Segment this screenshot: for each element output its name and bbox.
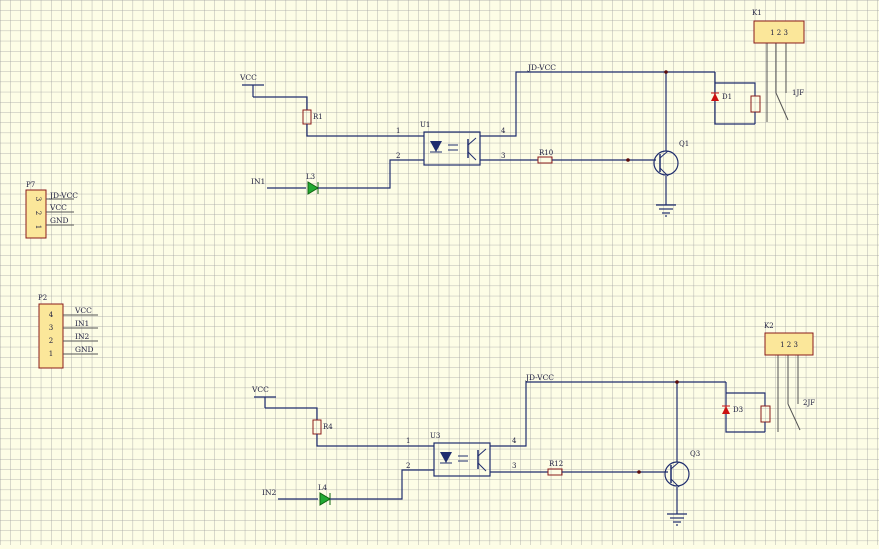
connector-p2-pin-1: 1 xyxy=(49,350,53,358)
ch1-relay-label: 1JF xyxy=(792,89,804,97)
ch2-led-ref: L4 xyxy=(318,484,328,492)
ch1-led-ref: L3 xyxy=(306,173,315,181)
ch1-opto-ref: U1 xyxy=(420,121,430,129)
ch2-relay-label: 2JF xyxy=(803,399,815,407)
ch2-base-res-ref: R12 xyxy=(549,460,563,468)
connector-p2-ref: P2 xyxy=(38,294,47,302)
ch2-transistor-ref: Q3 xyxy=(690,450,700,458)
connector-p2[interactable]: P2 4 3 2 1 VCC IN1 IN2 GND xyxy=(38,294,98,369)
ch1-input-label: IN1 xyxy=(251,177,265,186)
ch2-opto-pin1: 1 xyxy=(406,437,410,445)
ch1-transistor-ref: Q1 xyxy=(679,140,689,148)
connector-p7-ref: P7 xyxy=(26,181,35,189)
ch2-resistor-ref: R4 xyxy=(323,423,333,431)
connector-p2-pin-3: 3 xyxy=(49,324,53,332)
ch1-resistor-ref: R1 xyxy=(313,113,323,121)
net-label-in2: IN2 xyxy=(75,332,90,341)
ch1-optocoupler[interactable] xyxy=(423,131,481,166)
ch1-relay-ref: K1 xyxy=(752,9,762,17)
ch1-diode[interactable] xyxy=(711,93,719,101)
ch1-diode-ref: D1 xyxy=(722,93,732,101)
ch2-opto-pin3: 3 xyxy=(512,462,516,470)
net-label-gnd-2: GND xyxy=(75,345,94,354)
relay-channel-2: VCC R4 IN2 L4 U3 1 2 3 4 JD-VCC R12 xyxy=(251,322,815,526)
ch1-jdvcc-label: JD-VCC xyxy=(527,63,556,72)
net-label-vcc: VCC xyxy=(49,203,67,212)
net-label-gnd: GND xyxy=(50,216,69,225)
connector-p2-pin-2: 2 xyxy=(49,337,53,345)
ch1-opto-pin1: 1 xyxy=(396,127,400,135)
connector-p7-pin-2: 2 xyxy=(34,211,42,215)
connector-p7-pin-1: 1 xyxy=(34,225,42,229)
net-label-jdvcc: JD-VCC xyxy=(49,191,78,200)
ch2-diode[interactable] xyxy=(722,406,730,414)
ch2-input-label: IN2 xyxy=(262,488,277,497)
ch2-diode-ref: D3 xyxy=(733,406,743,414)
connector-p2-pin-4: 4 xyxy=(49,311,54,319)
net-label-vcc-2: VCC xyxy=(74,306,92,315)
connector-p7-pin-3: 3 xyxy=(34,197,42,201)
net-label-in1: IN1 xyxy=(75,319,89,328)
ch2-optocoupler[interactable] xyxy=(433,442,491,477)
ch2-jdvcc-label: JD-VCC xyxy=(525,373,554,382)
ch2-relay-pins: 1 2 3 xyxy=(780,341,798,349)
ch2-opto-ref: U3 xyxy=(430,432,440,440)
connector-p2-body xyxy=(38,303,64,369)
relay-channel-1: VCC R1 IN1 L3 U1 1 2 3 4 JD-VCC R10 xyxy=(239,9,805,217)
ch2-opto-pin2: 2 xyxy=(406,462,410,470)
ch1-vcc-label: VCC xyxy=(239,73,257,82)
ch2-opto-pin4: 4 xyxy=(512,437,517,445)
ch1-opto-pin2: 2 xyxy=(396,152,400,160)
ch2-vcc-label: VCC xyxy=(251,385,269,394)
ch1-relay-terminal[interactable] xyxy=(753,20,805,44)
ch1-relay-pins: 1 2 3 xyxy=(770,29,788,37)
ch2-led[interactable] xyxy=(319,492,331,506)
ch1-opto-pin4: 4 xyxy=(501,127,506,135)
connector-p7[interactable]: P7 3 2 1 JD-VCC VCC GND xyxy=(25,181,78,239)
ch1-opto-pin3: 3 xyxy=(501,152,505,160)
ch1-base-res-ref: R10 xyxy=(539,149,553,157)
connector-p7-body xyxy=(25,189,47,239)
ch2-relay-ref: K2 xyxy=(764,322,774,330)
ch1-led[interactable] xyxy=(307,181,319,195)
ch2-relay-terminal[interactable] xyxy=(764,332,814,356)
